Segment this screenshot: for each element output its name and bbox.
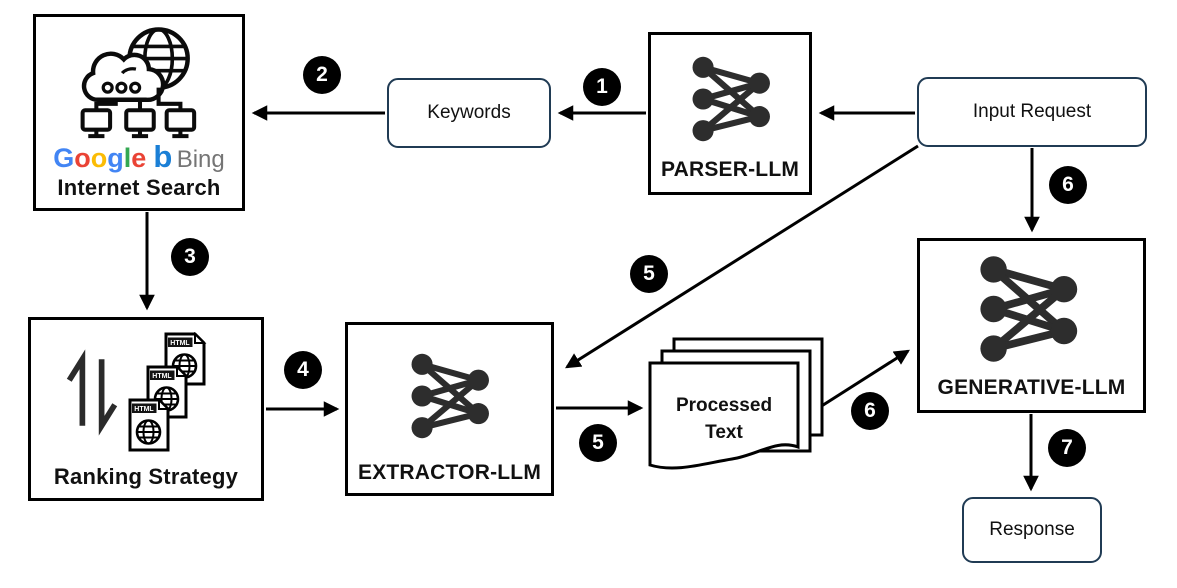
step-badge-2: 2	[303, 56, 341, 94]
neural-network-icon	[692, 56, 770, 142]
keywords-label: Keywords	[427, 102, 511, 123]
extractor-llm-node: EXTRACTOR-LLM	[345, 322, 554, 496]
parser-llm-node: PARSER-LLM	[648, 32, 812, 195]
step-badge-7: 7	[1048, 429, 1086, 467]
response-label: Response	[989, 519, 1075, 540]
step-badge-6-input-to-generative: 6	[1049, 166, 1087, 204]
svg-text:HTML: HTML	[152, 373, 172, 380]
generative-llm-label: GENERATIVE-LLM	[937, 376, 1126, 399]
keywords-node: Keywords	[387, 78, 551, 148]
extractor-llm-label: EXTRACTOR-LLM	[357, 461, 542, 484]
step-badge-3: 3	[171, 238, 209, 276]
neural-network-icon	[980, 256, 1078, 362]
html-file-icon: HTML	[128, 398, 171, 452]
generative-llm-node: GENERATIVE-LLM	[917, 238, 1146, 413]
svg-text:HTML: HTML	[134, 406, 154, 413]
processed-text-label-line1: Processed	[676, 395, 772, 416]
bing-logo: b Bing	[153, 139, 225, 174]
step-badge-5-input-to-extractor: 5	[630, 255, 668, 293]
step-badge-5-extractor-to-text: 5	[579, 424, 617, 462]
parser-llm-label: PARSER-LLM	[660, 158, 800, 181]
document-stack-icon: Processed Text	[648, 337, 824, 470]
svg-text:HTML: HTML	[170, 340, 190, 347]
response-node: Response	[962, 497, 1102, 563]
neural-network-icon	[411, 353, 489, 439]
step-badge-4: 4	[284, 351, 322, 389]
ranking-strategy-node: HTML HTML HTML Ranking Strategy	[28, 317, 264, 501]
google-logo: Google	[53, 143, 147, 173]
internet-search-label: Internet Search	[57, 175, 221, 200]
input-request-label: Input Request	[972, 101, 1092, 122]
internet-search-icon	[80, 27, 197, 139]
ranking-strategy-label: Ranking Strategy	[53, 464, 239, 489]
bing-icon: b	[153, 139, 173, 174]
input-request-node: Input Request	[917, 77, 1147, 147]
step-badge-6-text-to-generative: 6	[851, 392, 889, 430]
step-badge-1: 1	[583, 68, 621, 106]
processed-text-label-line2: Text	[705, 422, 743, 443]
sort-icon	[66, 349, 118, 436]
